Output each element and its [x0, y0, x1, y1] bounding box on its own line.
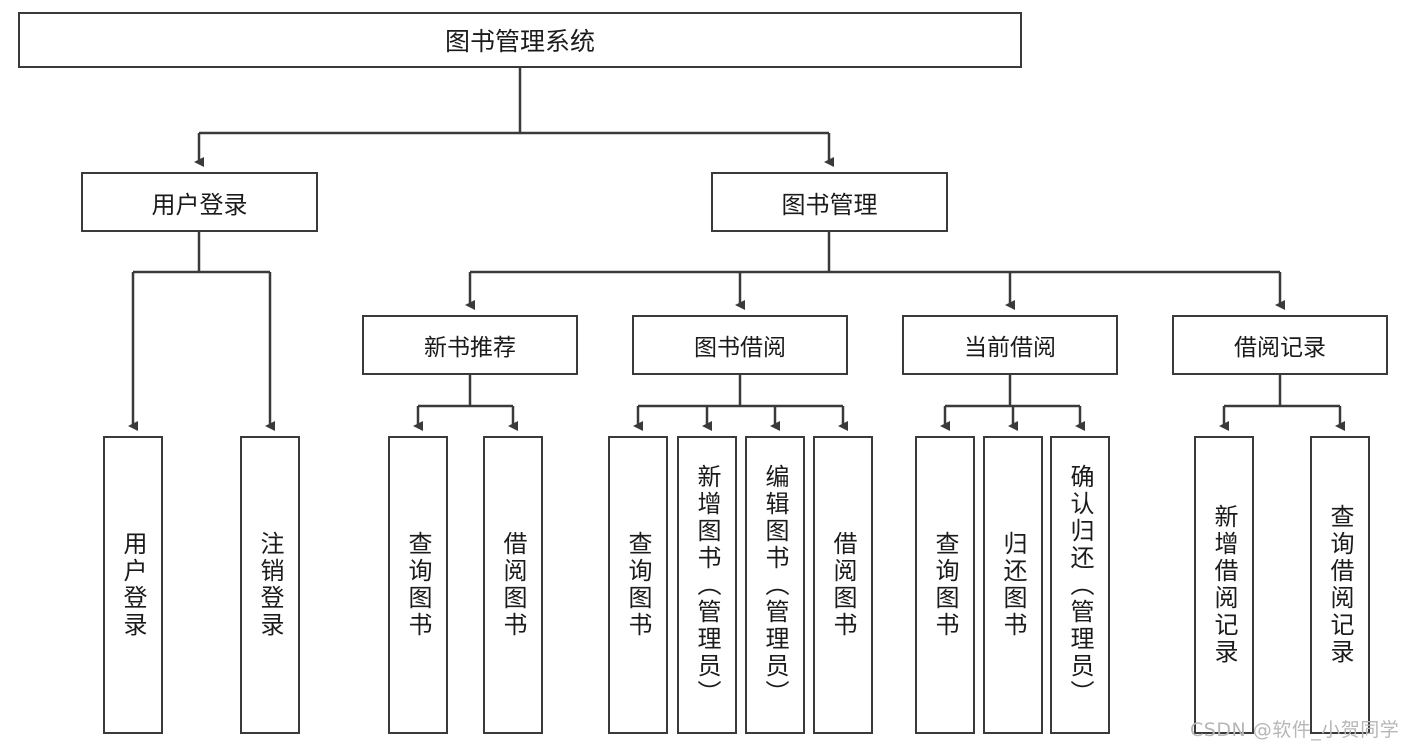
leaf-br-query-record-label: 查询借阅记录 [1326, 504, 1354, 666]
leaf-logout[interactable]: 注销登录 [240, 436, 300, 734]
node-new-book-recommend-label: 新书推荐 [424, 335, 516, 361]
csdn-watermark: CSDN @软件_小贺同学 [1190, 719, 1400, 741]
leaf-cb-confirm-return-label: 确认归还（管理员） [1066, 463, 1094, 707]
node-user-login[interactable]: 用户登录 [81, 172, 318, 232]
leaf-bb-borrow-book[interactable]: 借阅图书 [813, 436, 873, 734]
leaf-br-add-record[interactable]: 新增借阅记录 [1194, 436, 1254, 734]
leaf-nb-borrow-book[interactable]: 借阅图书 [483, 436, 543, 734]
leaf-cb-return-book[interactable]: 归还图书 [983, 436, 1043, 734]
leaf-cb-confirm-return[interactable]: 确认归还（管理员） [1050, 436, 1110, 734]
leaf-bb-edit-book[interactable]: 编辑图书（管理员） [745, 436, 805, 734]
leaf-nb-query-book[interactable]: 查询图书 [388, 436, 448, 734]
node-book-manage-label: 图书管理 [781, 190, 878, 219]
leaf-bb-borrow-book-label: 借阅图书 [829, 531, 857, 639]
node-book-manage[interactable]: 图书管理 [711, 172, 948, 232]
node-root[interactable]: 图书管理系统 [18, 12, 1022, 68]
leaf-br-add-record-label: 新增借阅记录 [1210, 504, 1238, 666]
leaf-nb-query-book-label: 查询图书 [404, 531, 432, 639]
leaf-br-query-record[interactable]: 查询借阅记录 [1310, 436, 1370, 734]
leaf-bb-query-book[interactable]: 查询图书 [608, 436, 668, 734]
leaf-user-login[interactable]: 用户登录 [103, 436, 163, 734]
node-new-book-recommend[interactable]: 新书推荐 [362, 315, 578, 375]
leaf-bb-query-book-label: 查询图书 [624, 531, 652, 639]
node-borrow-record[interactable]: 借阅记录 [1172, 315, 1388, 375]
node-current-borrow[interactable]: 当前借阅 [902, 315, 1118, 375]
node-root-label: 图书管理系统 [444, 27, 595, 56]
node-book-borrow[interactable]: 图书借阅 [632, 315, 848, 375]
node-book-borrow-label: 图书借阅 [694, 335, 786, 361]
leaf-cb-return-book-label: 归还图书 [999, 531, 1027, 639]
leaf-cb-query-book-label: 查询图书 [931, 531, 959, 639]
leaf-bb-add-book-label: 新增图书（管理员） [693, 463, 721, 707]
leaf-cb-query-book[interactable]: 查询图书 [915, 436, 975, 734]
node-user-login-label: 用户登录 [151, 190, 248, 219]
leaf-user-login-label: 用户登录 [119, 531, 147, 639]
leaf-bb-add-book[interactable]: 新增图书（管理员） [677, 436, 737, 734]
node-current-borrow-label: 当前借阅 [964, 335, 1056, 361]
leaf-logout-label: 注销登录 [256, 531, 284, 639]
leaf-bb-edit-book-label: 编辑图书（管理员） [761, 463, 789, 707]
leaf-nb-borrow-book-label: 借阅图书 [499, 531, 527, 639]
node-borrow-record-label: 借阅记录 [1234, 335, 1326, 361]
